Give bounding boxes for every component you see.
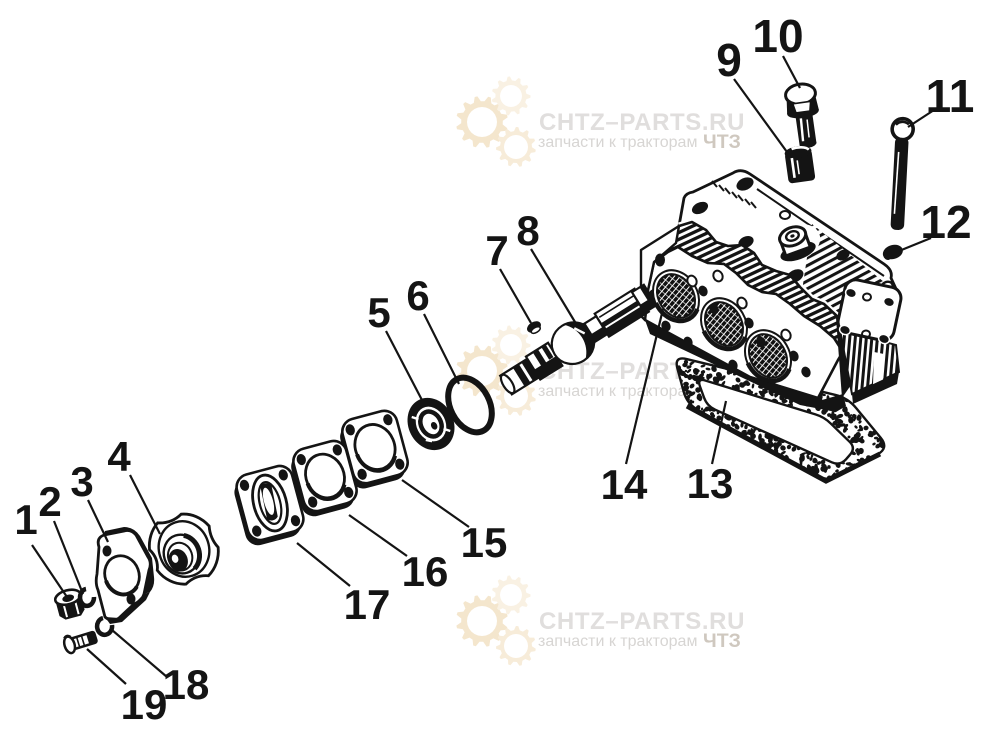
svg-text:19: 19 [121, 681, 168, 728]
svg-text:7: 7 [485, 227, 508, 274]
svg-text:9: 9 [716, 34, 742, 86]
svg-text:CHTZ–PARTS.RU: CHTZ–PARTS.RU [539, 608, 745, 635]
svg-text:5: 5 [367, 289, 390, 336]
svg-text:6: 6 [406, 272, 429, 319]
svg-text:ЧТЗ: ЧТЗ [703, 131, 741, 153]
svg-text:CHTZ–PARTS.RU: CHTZ–PARTS.RU [539, 109, 745, 136]
svg-text:10: 10 [752, 10, 803, 62]
svg-text:18: 18 [163, 661, 210, 708]
svg-text:3: 3 [70, 458, 93, 505]
svg-text:ЧТЗ: ЧТЗ [703, 630, 741, 652]
svg-text:16: 16 [402, 548, 449, 595]
svg-text:13: 13 [687, 460, 734, 507]
svg-text:17: 17 [344, 581, 391, 628]
svg-text:запчасти к тракторам: запчасти к тракторам [538, 383, 697, 400]
svg-text:11: 11 [926, 70, 975, 122]
svg-text:2: 2 [38, 478, 61, 525]
svg-text:запчасти к тракторам: запчасти к тракторам [538, 633, 697, 650]
svg-text:1: 1 [14, 496, 37, 543]
svg-text:запчасти к тракторам: запчасти к тракторам [538, 134, 697, 151]
svg-text:14: 14 [601, 461, 648, 508]
svg-text:4: 4 [107, 433, 131, 480]
svg-text:8: 8 [516, 207, 539, 254]
